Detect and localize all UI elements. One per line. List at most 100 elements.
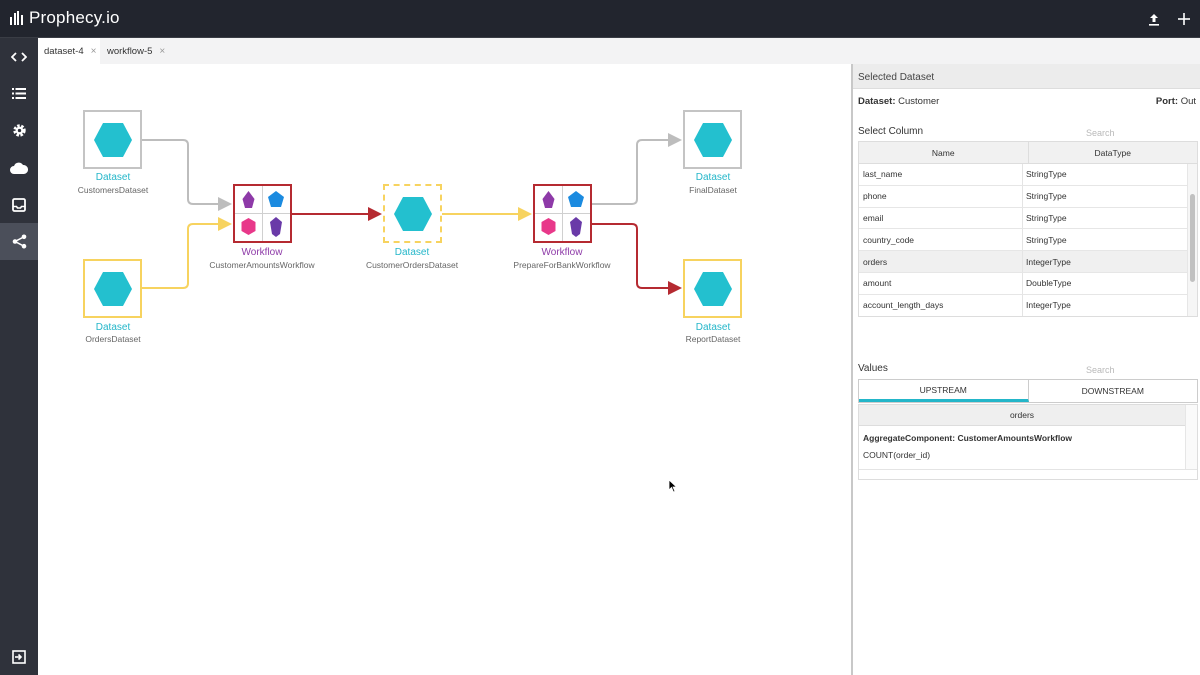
- node-name-label: CustomerAmountsWorkflow: [209, 260, 315, 270]
- column-header-datatype[interactable]: DataType: [1094, 147, 1131, 158]
- tab-dataset-4[interactable]: dataset-4 ×: [38, 38, 100, 64]
- node-name-label: OrdersDataset: [85, 334, 141, 344]
- node-type-label: Dataset: [394, 247, 430, 258]
- upload-button[interactable]: [1144, 8, 1164, 30]
- dataset-box[interactable]: [683, 110, 742, 169]
- node-name-label: CustomerOrdersDataset: [365, 260, 459, 270]
- sidebar-item-inbox[interactable]: [0, 186, 38, 223]
- select-column-label: Select Column: [858, 126, 924, 137]
- component-name: AggregateComponent: CustomerAmountsWorkf…: [863, 433, 1073, 443]
- node-name-label: PrepareForBankWorkflow: [513, 260, 611, 270]
- share-icon: [12, 234, 26, 249]
- values-list: orders AggregateComponent: CustomerAmoun…: [858, 404, 1198, 480]
- app-logo[interactable]: Prophecy.io: [10, 8, 120, 28]
- value-header: orders: [859, 405, 1185, 426]
- dataset-box[interactable]: [683, 259, 742, 318]
- dataset-box[interactable]: [383, 184, 442, 243]
- cell-name: last_name: [859, 164, 1023, 185]
- workflow-components-icon: [535, 186, 590, 241]
- cell-name: orders: [859, 251, 1023, 272]
- graph-edges: [142, 133, 682, 295]
- scrollbar-thumb[interactable]: [1190, 194, 1195, 282]
- inbox-icon: [12, 197, 26, 212]
- cell-type: StringType: [1026, 234, 1067, 245]
- values-scrollbar[interactable]: [1185, 405, 1197, 469]
- dataset-value: Customer: [898, 96, 940, 107]
- cell-type: StringType: [1026, 191, 1067, 202]
- downstream-tab[interactable]: DOWNSTREAM: [1081, 386, 1144, 396]
- panel-title: Selected Dataset: [853, 64, 1200, 89]
- tab-label: workflow-5: [107, 45, 153, 57]
- tab-bar: dataset-4 × workflow-5 ×: [38, 38, 1200, 64]
- hexagon-icon: [393, 196, 432, 231]
- values-search-input[interactable]: Search: [1086, 365, 1115, 375]
- sidebar-item-code[interactable]: [0, 38, 38, 75]
- workflow-components-icon: [235, 186, 290, 241]
- graph-canvas[interactable]: Dataset CustomersDataset Dataset OrdersD…: [38, 64, 851, 675]
- dataset-label: Dataset:: [858, 96, 896, 107]
- sidebar: [0, 38, 38, 675]
- cell-type: IntegerType: [1026, 300, 1071, 311]
- dataset-box[interactable]: [83, 110, 142, 169]
- code-icon: [11, 51, 27, 62]
- tab-workflow-5[interactable]: workflow-5 ×: [101, 38, 173, 64]
- table-header: Name DataType: [859, 142, 1197, 164]
- cell-name: phone: [859, 185, 1023, 207]
- exit-icon: [12, 649, 26, 664]
- column-search-input[interactable]: Search: [1086, 128, 1115, 138]
- dataset-info-row: Dataset: Customer Port: Out: [858, 96, 1196, 107]
- edge-customers-to-wf1: [142, 139, 232, 211]
- edge-orders-to-wf1: [142, 217, 232, 289]
- cloud-icon: [10, 162, 28, 174]
- upstream-tab[interactable]: UPSTREAM: [859, 380, 1029, 402]
- upload-icon: [1149, 13, 1159, 26]
- edge-wf2-to-report: [592, 223, 682, 295]
- close-icon[interactable]: ×: [90, 45, 97, 57]
- cell-type: StringType: [1026, 212, 1067, 223]
- logo-bars-icon: [10, 11, 24, 25]
- sidebar-item-settings[interactable]: [0, 112, 38, 149]
- selected-dataset-panel: Selected Dataset Dataset: Customer Port:…: [851, 64, 1200, 675]
- node-type-label: Dataset: [95, 172, 131, 183]
- column-header-name[interactable]: Name: [859, 142, 1029, 163]
- node-type-label: Dataset: [695, 322, 731, 333]
- gear-icon: [12, 124, 26, 137]
- add-button[interactable]: [1174, 8, 1194, 30]
- table-scrollbar[interactable]: [1187, 164, 1197, 316]
- hexagon-icon: [93, 122, 132, 157]
- app-title: Prophecy.io: [29, 8, 120, 27]
- node-name-label: ReportDataset: [685, 334, 741, 344]
- sidebar-item-cloud[interactable]: [0, 149, 38, 186]
- expression-text: COUNT(order_id): [863, 450, 931, 460]
- port-value: Out: [1180, 96, 1196, 107]
- hexagon-icon: [693, 122, 732, 157]
- sidebar-exit-button[interactable]: [0, 638, 38, 675]
- cell-name: amount: [859, 272, 1023, 294]
- port-label: Port:: [1155, 96, 1179, 107]
- values-horizontal-scrollbar[interactable]: [859, 469, 1197, 479]
- list-icon: [12, 88, 26, 99]
- node-type-label: Workflow: [541, 247, 583, 258]
- dataset-box[interactable]: [83, 259, 142, 318]
- node-name-label: FinalDataset: [689, 185, 737, 195]
- cell-type: IntegerType: [1026, 256, 1071, 267]
- close-icon[interactable]: ×: [159, 45, 166, 57]
- hexagon-icon: [93, 271, 132, 306]
- sidebar-item-share[interactable]: [0, 223, 38, 260]
- workflow-box[interactable]: [233, 184, 292, 243]
- cell-name: country_code: [859, 229, 1023, 251]
- node-name-label: CustomersDataset: [77, 185, 149, 195]
- cell-type: DoubleType: [1026, 278, 1072, 289]
- cell-type: StringType: [1026, 169, 1067, 180]
- node-type-label: Workflow: [241, 247, 283, 258]
- sidebar-item-list[interactable]: [0, 75, 38, 112]
- workflow-box[interactable]: [533, 184, 592, 243]
